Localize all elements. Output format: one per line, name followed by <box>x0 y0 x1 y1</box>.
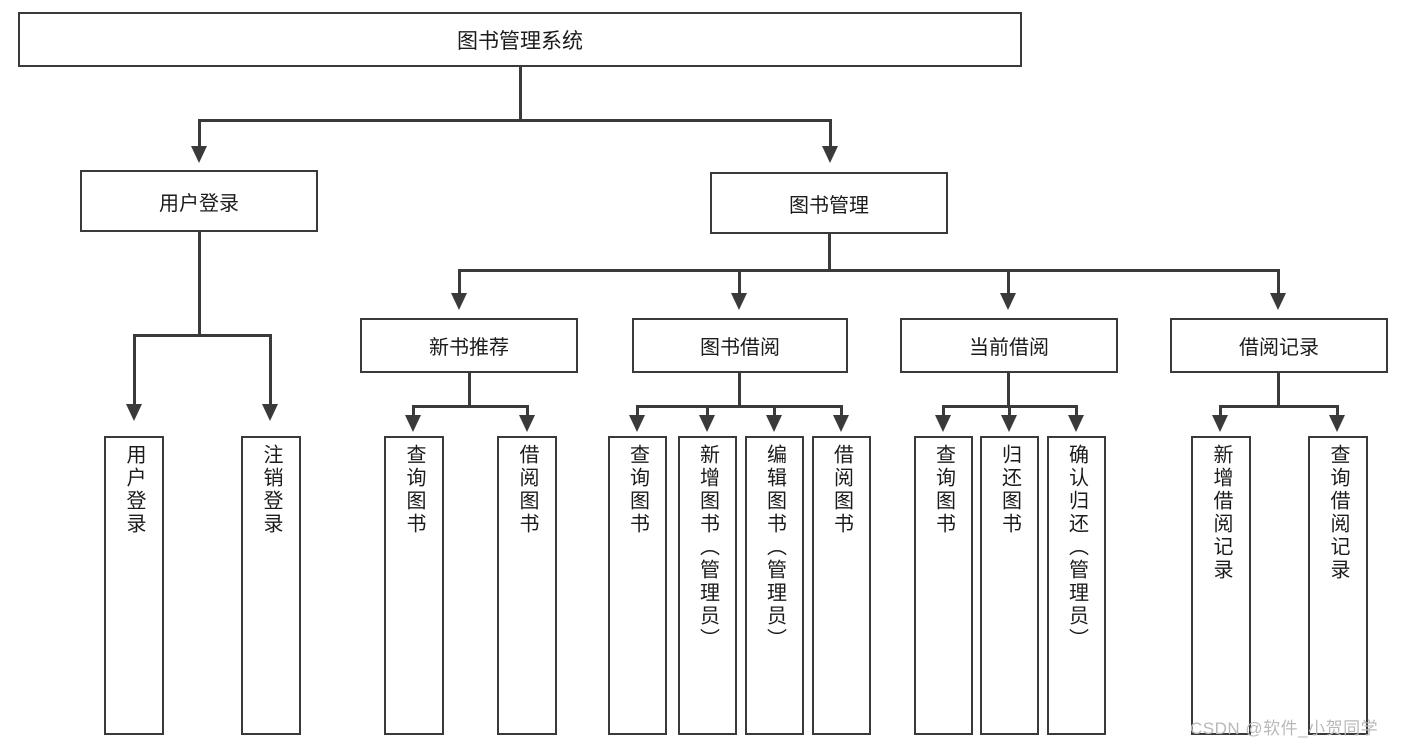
edge-root-stem <box>519 67 522 121</box>
node-label: 图书管理系统 <box>457 29 583 53</box>
edge-bb-drop-3 <box>773 405 776 417</box>
arrow-to-user-login <box>191 146 207 163</box>
edge-root-bus <box>198 119 832 122</box>
edge-bb-drop-1 <box>636 405 639 417</box>
edge-br-bus <box>1219 405 1339 408</box>
arrow-br-leaf-1 <box>1212 415 1228 432</box>
arrow-bb-leaf-2 <box>699 415 715 432</box>
leaf-label: 注销登录 <box>260 444 282 536</box>
edge-bb-stem <box>738 373 741 407</box>
edge-bb-bus <box>636 405 843 408</box>
arrow-to-current-borrow <box>1000 293 1016 310</box>
leaf-label: 查询借阅记录 <box>1327 444 1349 582</box>
leaf-label: 归还图书 <box>998 444 1021 536</box>
node-label: 用户登录 <box>159 192 239 215</box>
leaf-label: 查询图书 <box>932 444 955 536</box>
node-label: 新书推荐 <box>429 337 509 359</box>
node-label: 当前借阅 <box>969 337 1049 359</box>
edge-root-to-book-management <box>829 119 832 149</box>
edge-nbr-bus <box>412 405 529 408</box>
edge-bb-drop-2 <box>706 405 709 417</box>
edge-bm-to-current-borrow <box>1007 269 1010 295</box>
edge-user-login-to-leaf-2 <box>269 334 272 406</box>
edge-nbr-drop-2 <box>526 405 529 417</box>
edge-bm-to-book-borrow <box>738 269 741 295</box>
arrow-to-book-management <box>822 146 838 163</box>
edge-bm-to-borrow-record <box>1277 269 1280 295</box>
node-user-login[interactable]: 用户登录 <box>80 170 318 232</box>
arrow-br-leaf-2 <box>1329 415 1345 432</box>
leaf-add-borrow-record[interactable]: 新增借阅记录 <box>1191 436 1251 735</box>
edge-br-stem <box>1277 373 1280 407</box>
edge-cb-drop-1 <box>942 405 945 417</box>
leaf-label: 编辑图书（管理员） <box>763 444 786 651</box>
edge-user-login-stem <box>198 232 201 336</box>
arrow-cb-leaf-1 <box>935 415 951 432</box>
arrow-nbr-leaf-2 <box>519 415 535 432</box>
arrow-cb-leaf-3 <box>1068 415 1084 432</box>
arrow-to-leaf-user-login <box>126 404 142 421</box>
node-new-book-recommend[interactable]: 新书推荐 <box>360 318 578 373</box>
node-borrow-record[interactable]: 借阅记录 <box>1170 318 1388 373</box>
leaf-label: 查询图书 <box>626 444 649 536</box>
edge-root-to-user-login <box>198 119 201 149</box>
arrow-bb-leaf-4 <box>833 415 849 432</box>
edge-cb-drop-2 <box>1008 405 1011 417</box>
leaf-query-borrow-record[interactable]: 查询借阅记录 <box>1308 436 1368 735</box>
leaf-label: 用户登录 <box>123 444 145 536</box>
edge-user-login-to-leaf-1 <box>133 334 136 406</box>
leaf-borrow-book-recommend[interactable]: 借阅图书 <box>497 436 557 735</box>
edge-nbr-drop-1 <box>412 405 415 417</box>
arrow-to-book-borrow <box>731 293 747 310</box>
leaf-label: 借阅图书 <box>830 444 853 536</box>
leaf-return-book[interactable]: 归还图书 <box>980 436 1039 735</box>
csdn-watermark: CSDN @软件_小贺同学 <box>1190 719 1379 738</box>
arrow-to-borrow-record <box>1270 293 1286 310</box>
edge-cb-drop-3 <box>1075 405 1078 417</box>
edge-nbr-stem <box>468 373 471 407</box>
edge-book-management-stem <box>828 234 831 271</box>
leaf-label: 新增借阅记录 <box>1210 444 1232 582</box>
leaf-label: 借阅图书 <box>516 444 538 536</box>
leaf-edit-book-admin[interactable]: 编辑图书（管理员） <box>745 436 804 735</box>
edge-book-management-bus <box>458 269 1280 272</box>
leaf-label: 新增图书（管理员） <box>696 444 719 651</box>
edge-br-drop-2 <box>1336 405 1339 417</box>
arrow-to-leaf-logout <box>262 404 278 421</box>
leaf-query-book-recommend[interactable]: 查询图书 <box>384 436 444 735</box>
node-book-management[interactable]: 图书管理 <box>710 172 948 234</box>
edge-user-login-bus <box>133 334 272 337</box>
arrow-nbr-leaf-1 <box>405 415 421 432</box>
node-label: 图书管理 <box>789 194 869 217</box>
leaf-label: 确认归还（管理员） <box>1065 444 1088 651</box>
arrow-bb-leaf-3 <box>766 415 782 432</box>
leaf-borrow-book[interactable]: 借阅图书 <box>812 436 871 735</box>
edge-bb-drop-4 <box>840 405 843 417</box>
node-label: 借阅记录 <box>1239 337 1319 359</box>
edge-br-drop-1 <box>1219 405 1222 417</box>
node-label: 图书借阅 <box>700 337 780 359</box>
leaf-query-book-current[interactable]: 查询图书 <box>914 436 973 735</box>
leaf-user-login[interactable]: 用户登录 <box>104 436 164 735</box>
leaf-add-book-admin[interactable]: 新增图书（管理员） <box>678 436 737 735</box>
arrow-cb-leaf-2 <box>1001 415 1017 432</box>
node-current-borrow[interactable]: 当前借阅 <box>900 318 1118 373</box>
edge-cb-stem <box>1007 373 1010 407</box>
leaf-logout[interactable]: 注销登录 <box>241 436 301 735</box>
node-root-book-management-system[interactable]: 图书管理系统 <box>18 12 1022 67</box>
edge-bm-to-new-book <box>458 269 461 295</box>
leaf-query-book-borrow[interactable]: 查询图书 <box>608 436 667 735</box>
leaf-label: 查询图书 <box>403 444 425 536</box>
arrow-bb-leaf-1 <box>629 415 645 432</box>
node-book-borrow[interactable]: 图书借阅 <box>632 318 848 373</box>
leaf-confirm-return-admin[interactable]: 确认归还（管理员） <box>1047 436 1106 735</box>
arrow-to-new-book-recommend <box>451 293 467 310</box>
